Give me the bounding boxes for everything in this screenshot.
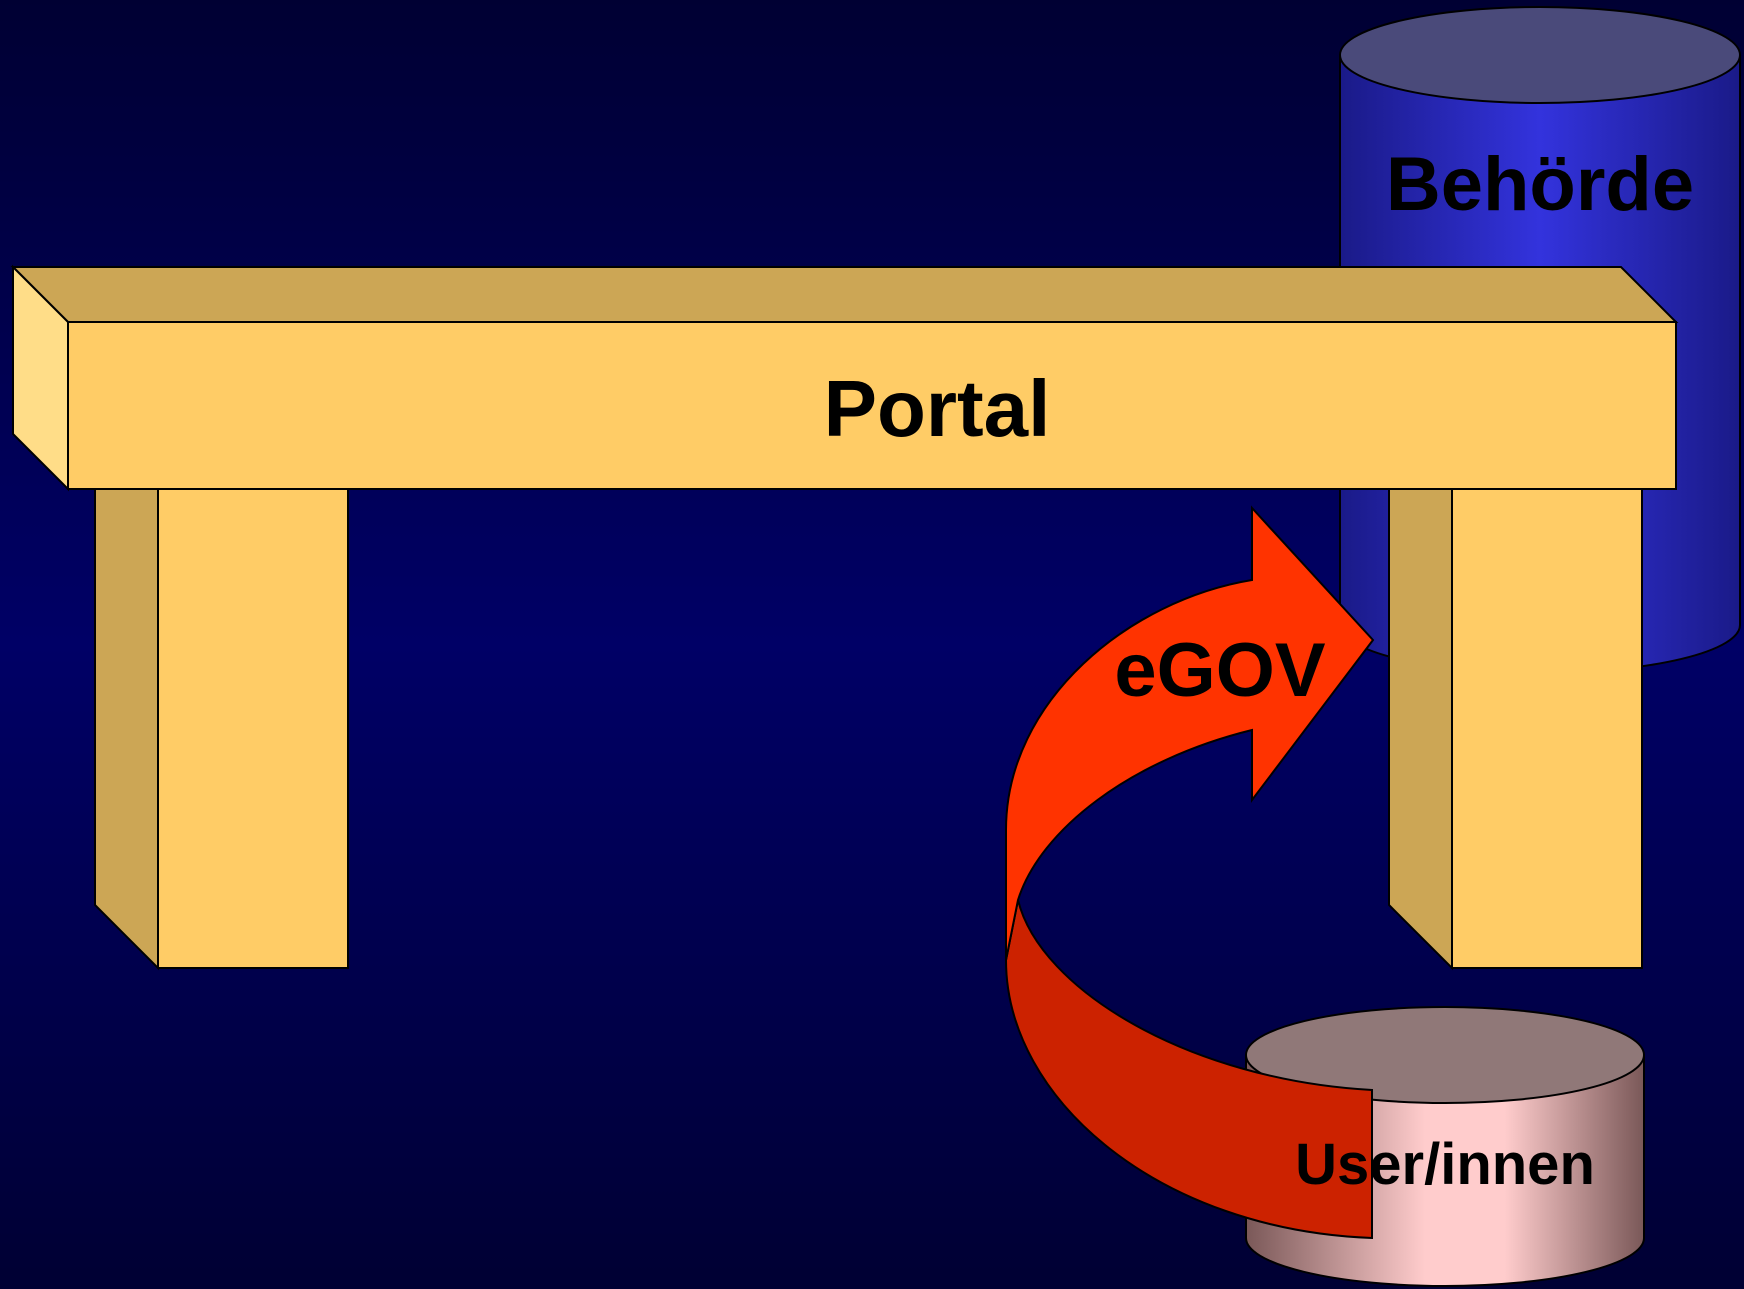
portal-beam xyxy=(10,264,1679,492)
egov-arrow-head xyxy=(1005,505,1375,961)
egov-arrow xyxy=(1004,505,1375,1240)
portal-label: Portal xyxy=(824,364,1051,453)
portal-left-leg xyxy=(94,486,349,971)
users-label: User/innen xyxy=(1295,1132,1595,1197)
egov-label: eGOV xyxy=(1114,628,1325,713)
portal-right-leg xyxy=(1388,486,1643,971)
egov-arrow-tail xyxy=(1004,899,1373,1240)
authority-label: Behörde xyxy=(1386,142,1694,227)
